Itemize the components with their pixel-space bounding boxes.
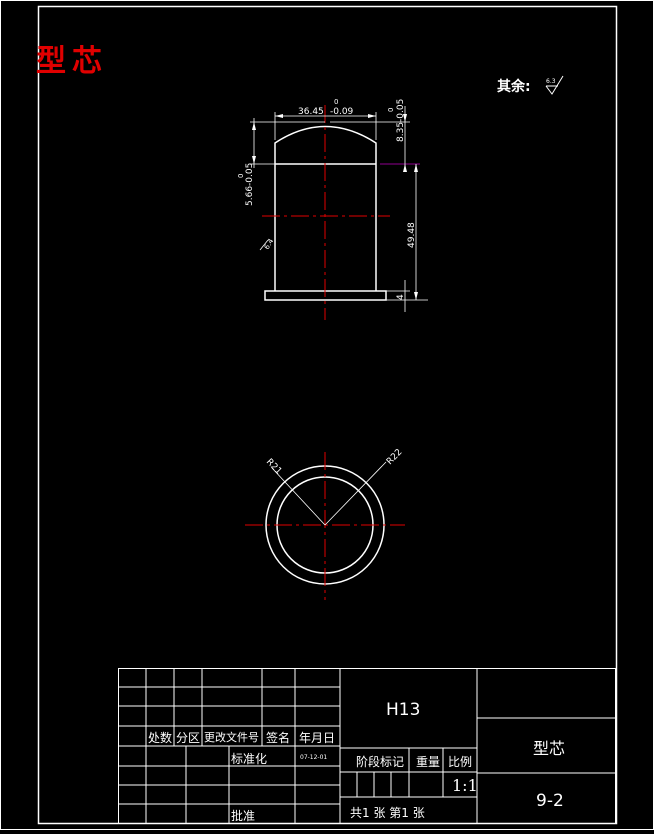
arrow-left-top [252,122,256,130]
r22-leader [324,461,387,526]
front-centerlines [262,105,390,320]
front-dimensions [250,106,428,312]
header-count: 处数 [148,731,173,745]
dim-top-width: 36.45 [298,107,324,117]
arrow-w-left [275,114,283,118]
sheet-count: 共1 张 第1 张 [350,806,425,820]
dim-cap-height: 8.35-0.05 [396,99,406,142]
red-title: 型芯 [36,44,108,79]
label-ratio: 比例 [448,755,473,769]
roughness-symbol-icon [545,75,564,95]
radius-labels: R21 R22 [264,447,405,476]
front-arrows [252,114,418,300]
cap-outline [274,125,377,164]
dim-cap-height-upper: 0 [387,108,395,112]
label-weight: 重量 [416,755,441,769]
header-signature: 签名 [266,731,291,745]
dim-left-upper: 0 [237,174,245,178]
label-stage-mark: 阶段标记 [356,755,405,769]
front-view [264,125,387,301]
inner-frame [37,5,618,825]
radius-leaders [271,461,387,526]
header-date: 年月日 [299,731,336,745]
date-value: 07-12-01 [300,754,328,761]
arrow-cap-top [403,114,407,122]
arrow-h-top [414,164,418,172]
label-r22: R22 [385,447,405,467]
roughness-value: 6.3 [546,78,556,85]
arrow-h-bottom [414,292,418,300]
arrow-left-bottom [252,156,256,164]
roughness-label: 其余: [497,79,531,95]
left-leader [259,239,269,251]
label-r21: R21 [264,457,284,477]
dim-top-width-upper: 0 [334,98,338,106]
dim-top-width-tol: -0.09 [330,107,354,117]
scale-value: 1:1 [452,776,478,795]
dim-base-height: 4 [396,294,406,300]
label-standardize: 标准化 [231,752,268,766]
r21-leader [271,467,326,526]
arrow-cap-bottom [403,164,407,172]
left-roughness-note: 6.4 [263,237,276,251]
dim-body-height: 49.48 [407,222,417,248]
part-name: 型芯 [533,739,566,758]
material: H13 [386,700,421,720]
top-centerlines [245,452,405,600]
header-zone: 分区 [176,731,201,745]
dim-left: 5.66-0.05 [245,163,255,206]
label-approve: 批准 [231,809,256,823]
drawing-number: 9-2 [536,791,564,811]
front-dim-texts: 36.45 -0.09 0 8.35-0.05 0 5.66-0.05 0 49… [237,98,417,300]
header-change-doc: 更改文件号 [204,731,259,744]
arrow-w-right [368,114,376,118]
title-block-grid [118,668,616,824]
